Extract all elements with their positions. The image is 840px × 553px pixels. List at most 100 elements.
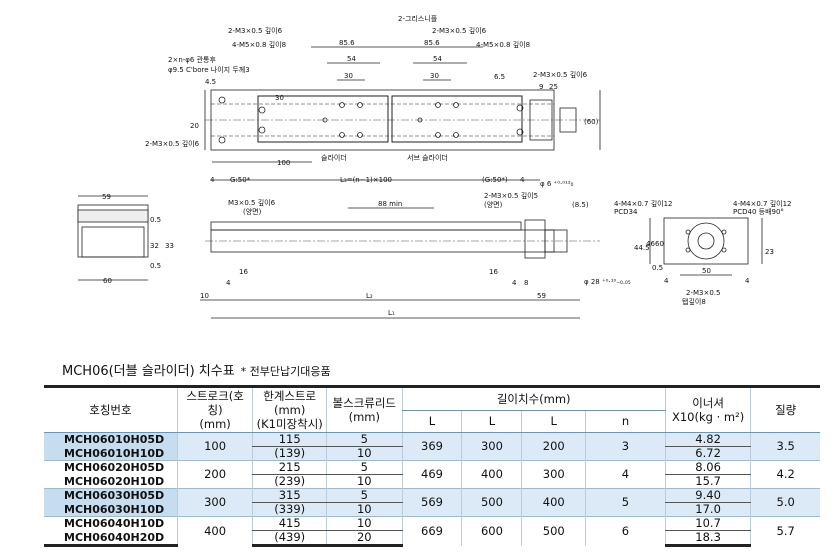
dim-4-c: 4: [512, 279, 517, 287]
label-pcd34: PCD34: [614, 208, 638, 216]
dim-0-5-b: 0.5: [150, 262, 161, 270]
cell-limit: 115: [252, 432, 327, 447]
dim-50: 50: [702, 267, 711, 275]
cell-l3: 200: [521, 432, 586, 461]
cell-mass: 3.5: [750, 432, 820, 461]
cell-lead: 10: [326, 474, 403, 489]
header-limit-stroke: 한계스트로(mm)(K1미장착시): [252, 385, 327, 433]
cell-l2: 400: [461, 460, 522, 489]
cell-n: 5: [585, 488, 666, 517]
header-l2: L: [461, 410, 522, 434]
dim-33: 33: [165, 242, 174, 250]
dim-88-min: 88 min: [378, 200, 402, 208]
dim-4-b: 4: [226, 279, 231, 287]
dim-20: 20: [190, 122, 199, 130]
dim-44-5: 44.5: [634, 244, 650, 252]
cell-stroke: 400: [176, 516, 253, 546]
label-m3-right: 2-M3×0.5 깊이6: [533, 70, 588, 79]
dim-23: 23: [765, 248, 774, 256]
cell-inertia: 15.7: [664, 474, 751, 489]
cell-limit: 415: [252, 516, 327, 531]
label-m3-bottom: M3×0.5 깊이6: [228, 198, 276, 207]
dim-4-e: 4: [664, 277, 669, 285]
cell-model: MCH06010H10D: [44, 446, 178, 461]
dim-30: 30: [344, 72, 353, 80]
dim-10: 10: [200, 292, 209, 300]
dim-8: 8: [524, 279, 528, 287]
dim-59: 59: [102, 193, 111, 201]
dim-46: 46: [646, 240, 655, 248]
dim-60: 60: [103, 277, 112, 285]
cell-limit: (139): [252, 446, 327, 461]
dim-100: 100: [277, 159, 290, 167]
label-m3-depth6: 2-M3×0.5 깊이6: [228, 26, 283, 35]
dim-16-b: 16: [489, 268, 498, 276]
cell-model: MCH06010H05D: [44, 432, 178, 447]
dim-0-5-c: 0.5: [652, 264, 663, 272]
dim-32: 32: [150, 242, 159, 250]
label-m5-depth8-b: 4-M5×0.8 깊이8: [476, 40, 530, 49]
cell-l3: 300: [521, 460, 586, 489]
dim-54: 54: [347, 55, 356, 63]
cell-limit: 315: [252, 488, 327, 503]
label-g50: G:50*: [230, 176, 251, 184]
label-pcd40: PCD40 등배90°: [733, 207, 784, 216]
dim-4: 4: [210, 176, 215, 184]
dim-25: 25: [549, 83, 558, 91]
dim-4-f: 4: [745, 277, 750, 285]
dim-59-b: 59: [537, 292, 546, 300]
cell-n: 4: [585, 460, 666, 489]
cell-limit: (339): [252, 502, 327, 517]
cell-limit: (239): [252, 474, 327, 489]
header-n: n: [585, 410, 666, 434]
cell-inertia: 18.3: [664, 530, 751, 547]
label-m4-depth12-b: 4-M4×0.7 깊이12: [733, 199, 791, 208]
dim-9: 9: [539, 83, 543, 91]
dim-30-b: 30: [430, 72, 439, 80]
label-m4-depth12: 4-M4×0.7 깊이12: [614, 199, 672, 208]
cell-stroke: 300: [176, 488, 253, 517]
cell-lead: 10: [326, 446, 403, 461]
flange-view: [663, 217, 749, 265]
cell-l1: 669: [401, 516, 462, 546]
cell-l3: 400: [521, 488, 586, 517]
cell-lead: 20: [326, 530, 403, 547]
cell-lead: 5: [326, 488, 403, 503]
dim-4-5: 4.5: [205, 78, 216, 86]
label-m5-depth8: 4-M5×0.8 깊이8: [232, 40, 286, 49]
dim-60-paren: (60): [584, 118, 599, 126]
header-dims: 길이치수(mm): [401, 385, 666, 411]
header-l3: L: [521, 410, 586, 434]
label-l1: L₁: [388, 309, 395, 317]
cell-lead: 10: [326, 516, 403, 531]
label-l3: L₃=(n−1)×100: [340, 176, 392, 184]
cell-l1: 369: [401, 432, 462, 461]
cell-limit: (439): [252, 530, 327, 547]
label-m3-2: 2-M3×0.5: [686, 289, 720, 297]
cell-inertia: 10.7: [664, 516, 751, 531]
dim-16: 16: [239, 268, 248, 276]
dim-6-5: 6.5: [494, 73, 505, 81]
cell-model: MCH06020H05D: [44, 460, 178, 475]
table-note: * 전부단납기대응품: [240, 365, 331, 378]
dim-85-6: 85.6: [339, 39, 355, 47]
cell-n: 6: [585, 516, 666, 546]
cell-mass: 5.7: [750, 516, 820, 546]
cell-l1: 469: [401, 460, 462, 489]
cell-l3: 500: [521, 516, 586, 546]
cell-inertia: 4.82: [664, 432, 751, 447]
cell-model: MCH06030H10D: [44, 502, 178, 517]
label-l2: L₂: [366, 292, 373, 300]
label-m3-depth6-b: 2-M3×0.5 깊이6: [432, 26, 487, 35]
table-title-text: MCH06(더블 슬라이더) 치수표: [62, 364, 235, 379]
cell-lead: 5: [326, 432, 403, 447]
cell-inertia: 9.40: [664, 488, 751, 503]
cell-l2: 600: [461, 516, 522, 546]
